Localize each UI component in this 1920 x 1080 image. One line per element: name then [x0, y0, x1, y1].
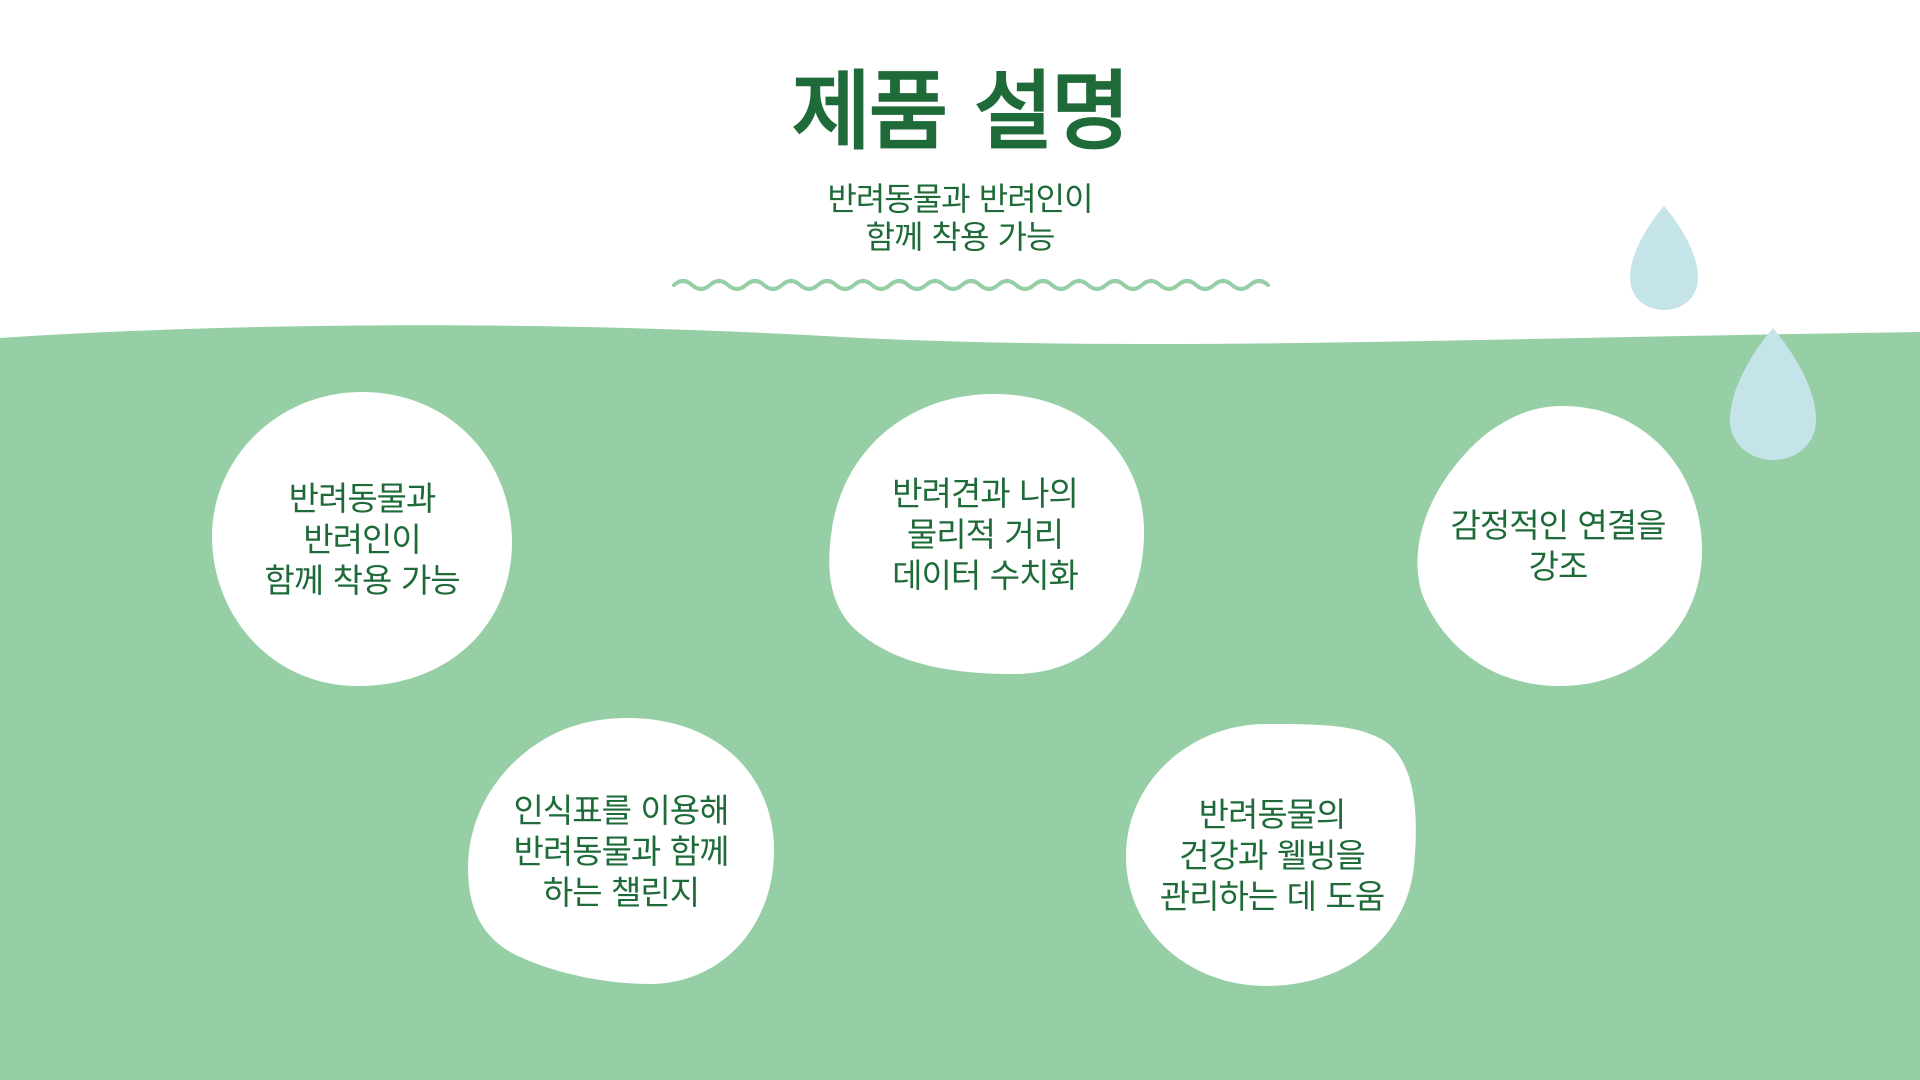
- wavy-divider: [672, 279, 1270, 291]
- bubble-shape: [468, 718, 774, 984]
- bubble-line: 반려동물의: [1198, 794, 1347, 834]
- bubble-line: 반려인이: [303, 519, 421, 559]
- bubble-line: 강조: [1528, 547, 1589, 586]
- bubble-line: 건강과 웰빙을: [1179, 835, 1366, 875]
- bubble-text: 감정적인 연결을 강조: [1412, 404, 1704, 688]
- bubble-line: 반려동물과 함께: [513, 831, 729, 871]
- bubble-line: 하는 챌린지: [542, 872, 700, 912]
- bubble-shape: [1417, 406, 1702, 686]
- page-subtitle: 반려동물과 반려인이 함께 착용 가능: [0, 180, 1920, 256]
- bubble-line: 관리하는 데 도움: [1159, 876, 1385, 916]
- feature-bubble-emotion: 감정적인 연결을 강조: [1412, 404, 1704, 688]
- water-drop-icon: [1630, 206, 1698, 310]
- bubble-line: 반려견과 나의: [892, 473, 1079, 513]
- bubble-line: 데이터 수치화: [892, 555, 1079, 595]
- feature-bubble-together: 반려동물과 반려인이 함께 착용 가능: [210, 390, 514, 688]
- subtitle-line: 반려동물과 반려인이: [827, 180, 1093, 218]
- bubble-text: 반려동물의 건강과 웰빙을 관리하는 데 도움: [1124, 722, 1420, 988]
- water-drop-icon: [1730, 328, 1816, 460]
- feature-bubble-wellbeing: 반려동물의 건강과 웰빙을 관리하는 데 도움: [1124, 722, 1420, 988]
- bubble-text: 반려견과 나의 물리적 거리 데이터 수치화: [824, 392, 1146, 676]
- feature-bubble-challenge: 인식표를 이용해 반려동물과 함께 하는 챌린지: [466, 716, 776, 986]
- feature-bubble-distance: 반려견과 나의 물리적 거리 데이터 수치화: [824, 392, 1146, 676]
- bubble-line: 반려동물과: [288, 478, 437, 518]
- subtitle-line: 함께 착용 가능: [865, 218, 1056, 256]
- bubble-line: 감정적인 연결을: [1450, 506, 1666, 545]
- bubble-text: 인식표를 이용해 반려동물과 함께 하는 챌린지: [466, 716, 776, 986]
- bubble-line: 물리적 거리: [906, 514, 1064, 554]
- bubble-text: 반려동물과 반려인이 함께 착용 가능: [210, 390, 514, 688]
- bubble-shape: [829, 394, 1144, 674]
- page-title: 제품 설명: [791, 62, 1130, 162]
- bubble-line: 인식표를 이용해: [513, 790, 729, 830]
- bubble-line: 함께 착용 가능: [264, 560, 460, 600]
- bubble-shape: [1126, 724, 1416, 986]
- bubble-shape: [212, 392, 512, 686]
